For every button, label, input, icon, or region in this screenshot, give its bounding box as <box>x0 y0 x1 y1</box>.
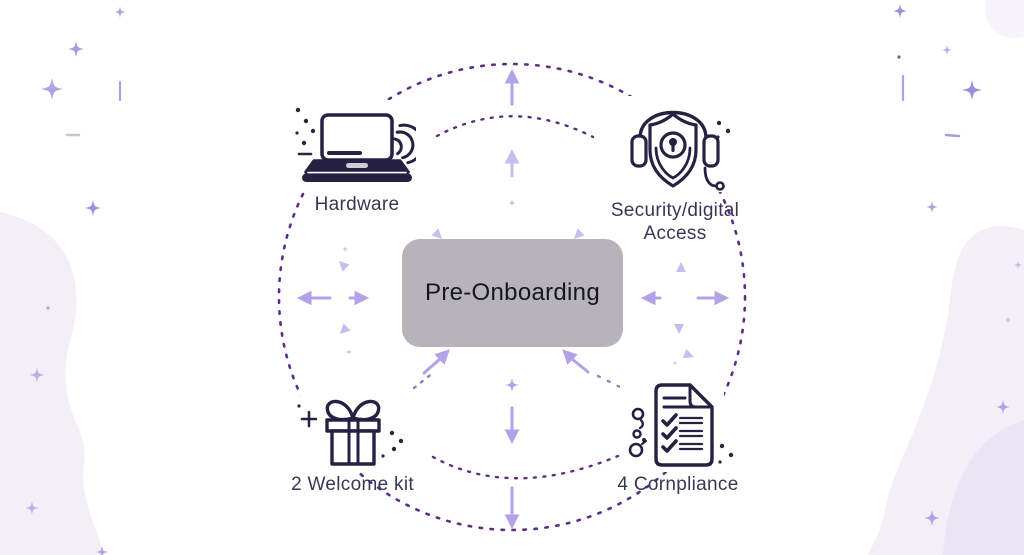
center-stage-box: Pre-Onboarding <box>402 239 623 347</box>
decor-dots-welcome <box>297 404 404 458</box>
arrowhead-up-left-west <box>335 257 350 272</box>
sparkle-icon <box>672 360 678 366</box>
node-label-hardware: Hardware <box>314 194 400 215</box>
arrowhead-right-southeast <box>682 348 696 362</box>
decor-lines <box>46 55 961 310</box>
background-blob-left <box>0 212 104 555</box>
arrowhead-up-east <box>676 262 686 272</box>
outer-dotted-circle <box>277 62 747 532</box>
sparkle-icon <box>41 78 63 100</box>
sparkle-icon <box>345 348 353 356</box>
sparkle-icon <box>962 80 982 100</box>
sparkle-icon <box>341 245 349 253</box>
arrow-down-inner-bottom <box>505 406 519 444</box>
sparkle-icon <box>68 41 84 57</box>
background-blob-top-right <box>985 0 1024 38</box>
checklist-document-icon <box>628 383 714 467</box>
node-security: Security/digital Access <box>600 98 750 245</box>
arrow-left-west <box>297 291 332 305</box>
node-label-security: Security/digital Access <box>610 200 740 245</box>
arrow-down-bottom <box>505 486 519 529</box>
arrowhead-down-east <box>674 324 684 334</box>
node-welcome-kit: 2 Welcome kit <box>290 388 415 496</box>
sparkle-icon <box>85 200 101 216</box>
sparkle-icon <box>505 378 519 392</box>
arrow-left-east <box>641 291 662 305</box>
inner-dotted-arc-top <box>435 115 595 139</box>
background-blob-corner <box>943 420 1024 555</box>
arrow-up-top <box>505 69 519 106</box>
arrow-up-inner-top <box>505 149 519 178</box>
gift-box-icon <box>324 399 381 466</box>
laptop-wifi-icon <box>302 113 416 182</box>
decor-dots-compliance <box>718 443 734 464</box>
sparkle-icon <box>926 201 938 213</box>
arrow-right-west <box>348 291 369 305</box>
decor-dots-hardware <box>295 107 316 156</box>
inner-dotted-arc-bottom <box>431 454 620 480</box>
sparkle-icon <box>893 4 907 18</box>
sparkle-icon <box>942 45 952 55</box>
arrow-right-east <box>696 291 729 305</box>
node-hardware: Hardware <box>292 102 422 216</box>
security-headset-shield-icon <box>630 110 725 191</box>
node-label-welcome-kit: 2 Welcome kit <box>291 474 414 495</box>
sparkle-icon <box>114 6 126 18</box>
arrowhead-down-left-west <box>336 323 351 338</box>
arrow-up-right-southwest <box>422 344 455 375</box>
node-compliance: 4 Cornpliance <box>608 378 748 496</box>
sparkle-icon <box>508 199 516 207</box>
center-stage-label: Pre-Onboarding <box>425 279 600 306</box>
node-label-compliance: 4 Cornpliance <box>617 474 739 495</box>
arrow-up-left-southeast <box>557 344 590 374</box>
